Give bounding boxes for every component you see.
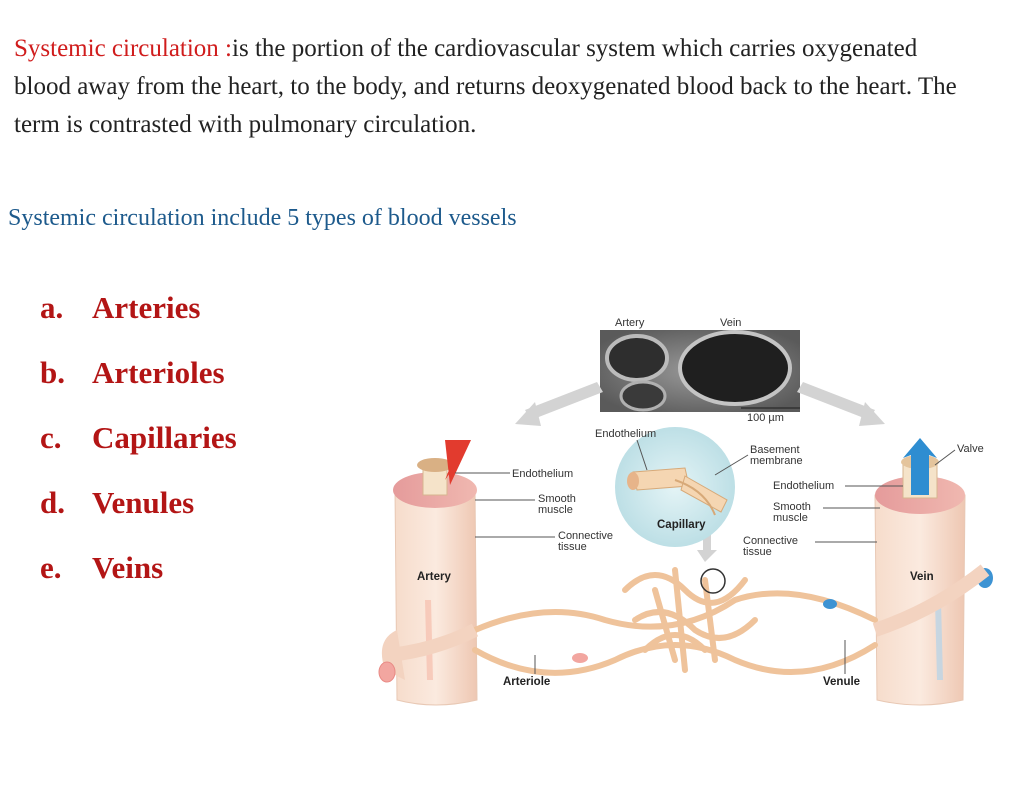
list-item: c. Capillaries bbox=[40, 420, 237, 485]
blood-vessel-diagram: Artery Vein 100 µm bbox=[378, 317, 993, 706]
intro-term: Systemic circulation : bbox=[14, 35, 233, 62]
endothelium-top-label: Endothelium bbox=[595, 428, 656, 440]
connective-right-line2: tissue bbox=[743, 546, 772, 558]
connective-left-line2: tissue bbox=[558, 541, 587, 553]
basement-label-line2: membrane bbox=[750, 455, 803, 467]
endothelium-left-label: Endothelium bbox=[512, 468, 573, 480]
endothelium-right-label: Endothelium bbox=[773, 480, 834, 492]
list-label: Capillaries bbox=[92, 420, 237, 455]
list-item: a. Arteries bbox=[40, 290, 237, 355]
smooth-muscle-left-line2: muscle bbox=[538, 504, 573, 516]
arrow-head-icon bbox=[859, 402, 885, 426]
vessel-type-list: a. Arteries b. Arterioles c. Capillaries d.… bbox=[40, 290, 237, 615]
vein-illustration bbox=[874, 438, 993, 706]
valve-label: Valve bbox=[957, 443, 984, 455]
list-label: Arterioles bbox=[92, 355, 225, 390]
micrograph-vein-label: Vein bbox=[720, 317, 741, 329]
connective-left-line1: Connective bbox=[558, 530, 613, 542]
list-marker: c. bbox=[40, 420, 62, 455]
arrow-to-vein bbox=[797, 382, 875, 420]
list-marker: a. bbox=[40, 290, 64, 325]
intro-paragraph: Systemic circulation :is the portion of … bbox=[14, 30, 974, 144]
smooth-muscle-left-line1: Smooth bbox=[538, 493, 576, 505]
venule-label: Venule bbox=[823, 676, 860, 688]
list-marker: e. bbox=[40, 550, 62, 585]
capillary-network bbox=[472, 567, 878, 676]
highlight-circle bbox=[700, 568, 726, 594]
basement-label-line1: Basement bbox=[750, 444, 800, 456]
micrograph-artery-label: Artery bbox=[615, 317, 645, 329]
arrow-up-icon bbox=[697, 535, 717, 562]
arteriole-label: Arteriole bbox=[503, 676, 550, 688]
micrograph-image bbox=[600, 330, 800, 412]
scale-bar-label: 100 µm bbox=[747, 412, 784, 424]
connective-right-line1: Connective bbox=[743, 535, 798, 547]
smooth-muscle-right-line1: Smooth bbox=[773, 501, 811, 513]
list-item: d. Venules bbox=[40, 485, 237, 550]
list-label: Venules bbox=[92, 485, 195, 520]
artery-label: Artery bbox=[417, 571, 451, 583]
vein-label: Vein bbox=[910, 571, 934, 583]
vessel-types-heading: Systemic circulation include 5 types of … bbox=[8, 205, 517, 231]
list-label: Arteries bbox=[92, 290, 201, 325]
list-item: b. Arterioles bbox=[40, 355, 237, 420]
list-marker: b. bbox=[40, 355, 65, 390]
arrow-head-icon bbox=[515, 402, 541, 426]
red-flow-arrow-icon bbox=[445, 440, 471, 485]
list-item: e. Veins bbox=[40, 550, 237, 615]
blue-flow-arrow-icon bbox=[903, 438, 937, 495]
list-marker: d. bbox=[40, 485, 65, 520]
arrow-to-artery bbox=[525, 382, 603, 420]
capillary-label: Capillary bbox=[657, 519, 706, 531]
list-label: Veins bbox=[92, 550, 164, 585]
smooth-muscle-right-line2: muscle bbox=[773, 512, 808, 524]
capillary-closeup bbox=[615, 427, 735, 547]
intro-text: is the portion of the cardiovascular sys… bbox=[14, 35, 957, 138]
